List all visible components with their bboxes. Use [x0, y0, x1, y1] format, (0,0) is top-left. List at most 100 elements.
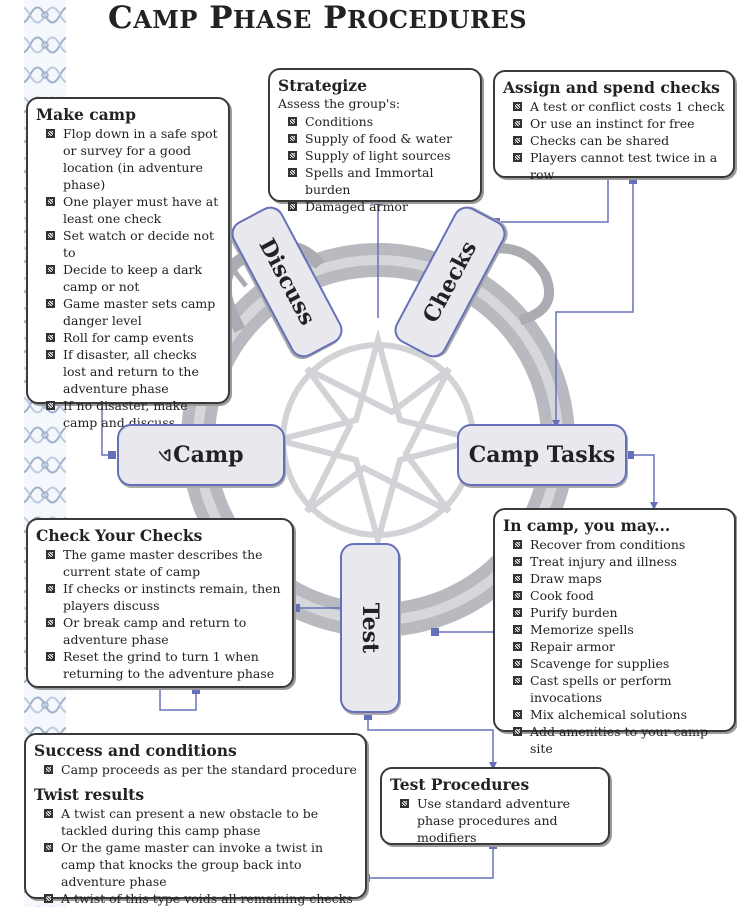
list-item: Spells and Immortal burden — [278, 164, 472, 198]
list-item: Recover from conditions — [503, 536, 726, 553]
checkbox-bullet-icon — [46, 401, 55, 410]
checkbox-bullet-icon — [288, 134, 297, 143]
list-item: Mix alchemical solutions — [503, 706, 726, 723]
checkbox-bullet-icon — [46, 333, 55, 342]
list-item: Purify burden — [503, 604, 726, 621]
checkbox-bullet-icon — [288, 202, 297, 211]
checkbox-bullet-icon — [44, 809, 53, 818]
list-item: Or break camp and return to adventure ph… — [36, 614, 284, 648]
strategize-subtitle: Assess the group's: — [278, 96, 401, 111]
list-item: Cook food — [503, 587, 726, 604]
checkbox-bullet-icon — [44, 843, 53, 852]
twist-results-list: A twist can present a new obstacle to be… — [34, 805, 357, 907]
in-camp-list: Recover from conditions Treat injury and… — [503, 536, 726, 757]
success-conditions-box: Success and conditions Camp proceeds as … — [24, 733, 367, 906]
list-item: Roll for camp events — [36, 329, 220, 346]
list-item: Game master sets camp danger level — [36, 295, 220, 329]
checkbox-bullet-icon — [513, 710, 522, 719]
checkbox-bullet-icon — [513, 119, 522, 128]
list-item: A test or conflict costs 1 check — [503, 98, 725, 115]
checkbox-bullet-icon — [513, 659, 522, 668]
make-camp-list: Flop down in a safe spot or survey for a… — [36, 125, 220, 431]
checkbox-bullet-icon — [46, 584, 55, 593]
checkbox-bullet-icon — [400, 799, 409, 808]
check-your-checks-list: The game master describes the current st… — [36, 546, 284, 682]
check-your-checks-heading: Check Your Checks — [36, 526, 203, 545]
checkbox-bullet-icon — [288, 151, 297, 160]
make-camp-box: Make camp Flop down in a safe spot or su… — [26, 97, 230, 430]
list-item: Reset the grind to turn 1 when returning… — [36, 648, 284, 682]
list-item: Set watch or decide not to — [36, 227, 220, 261]
list-item: Supply of light sources — [278, 147, 472, 164]
test-node: Test — [340, 543, 400, 713]
in-camp-box: In camp, you may... Recover from conditi… — [493, 508, 736, 756]
camp-glyph-icon: ଏ — [158, 444, 172, 466]
list-item: Supply of food & water — [278, 130, 472, 147]
list-item: Memorize spells — [503, 621, 726, 638]
success-conditions-heading: Success and conditions — [34, 741, 237, 760]
list-item: Draw maps — [503, 570, 726, 587]
list-item: Treat injury and illness — [503, 553, 726, 570]
assign-checks-list: A test or conflict costs 1 check Or use … — [503, 98, 725, 183]
test-procedures-heading: Test Procedures — [390, 775, 530, 794]
list-item: A twist of this type voids all remaining… — [34, 890, 357, 907]
check-your-checks-box: Check Your Checks The game master descri… — [26, 518, 294, 688]
list-item: Decide to keep a dark camp or not — [36, 261, 220, 295]
checkbox-bullet-icon — [513, 540, 522, 549]
checkbox-bullet-icon — [513, 557, 522, 566]
success-conditions-list: Camp proceeds as per the standard proced… — [34, 761, 357, 778]
checkbox-bullet-icon — [46, 197, 55, 206]
list-item: Damaged armor — [278, 198, 472, 215]
checkbox-bullet-icon — [513, 676, 522, 685]
checkbox-bullet-icon — [46, 129, 55, 138]
checkbox-bullet-icon — [513, 608, 522, 617]
checkbox-bullet-icon — [46, 550, 55, 559]
checkbox-bullet-icon — [44, 765, 53, 774]
checkbox-bullet-icon — [288, 117, 297, 126]
checkbox-bullet-icon — [513, 642, 522, 651]
checkbox-bullet-icon — [513, 153, 522, 162]
checkbox-bullet-icon — [46, 652, 55, 661]
make-camp-heading: Make camp — [36, 105, 136, 124]
checkbox-bullet-icon — [46, 265, 55, 274]
list-item: Or use an instinct for free — [503, 115, 725, 132]
strategize-heading: Strategize — [278, 76, 367, 95]
checkbox-bullet-icon — [513, 574, 522, 583]
checkbox-bullet-icon — [44, 894, 53, 903]
twist-results-heading: Twist results — [34, 785, 145, 804]
list-item: If checks or instincts remain, then play… — [36, 580, 284, 614]
in-camp-heading: In camp, you may... — [503, 516, 671, 535]
test-procedures-list: Use standard adventure phase procedures … — [390, 795, 600, 846]
strategize-list: Conditions Supply of food & water Supply… — [278, 113, 472, 215]
list-item: The game master describes the current st… — [36, 546, 284, 580]
list-item: If disaster, all checks lost and return … — [36, 346, 220, 397]
checkbox-bullet-icon — [46, 618, 55, 627]
list-item: Flop down in a safe spot or survey for a… — [36, 125, 220, 193]
checkbox-bullet-icon — [513, 102, 522, 111]
camp-tasks-node: Camp Tasks — [457, 424, 627, 486]
list-item: Camp proceeds as per the standard proced… — [34, 761, 357, 778]
checkbox-bullet-icon — [513, 727, 522, 736]
checkbox-bullet-icon — [513, 591, 522, 600]
checkbox-bullet-icon — [46, 231, 55, 240]
assign-checks-box: Assign and spend checks A test or confli… — [493, 70, 735, 182]
test-procedures-box: Test Procedures Use standard adventure p… — [380, 767, 610, 845]
checkbox-bullet-icon — [513, 136, 522, 145]
list-item: Checks can be shared — [503, 132, 725, 149]
checkbox-bullet-icon — [46, 350, 55, 359]
list-item: Players cannot test twice in a row — [503, 149, 725, 183]
checkbox-bullet-icon — [513, 625, 522, 634]
list-item: Use standard adventure phase procedures … — [390, 795, 600, 846]
assign-checks-heading: Assign and spend checks — [503, 78, 720, 97]
checkbox-bullet-icon — [288, 168, 297, 177]
list-item: A twist can present a new obstacle to be… — [34, 805, 357, 839]
page-title: CAMP PHASE PROCEDURES — [108, 0, 528, 36]
checkbox-bullet-icon — [46, 299, 55, 308]
list-item: Repair armor — [503, 638, 726, 655]
list-item: Cast spells or perform invocations — [503, 672, 726, 706]
list-item: One player must have at least one check — [36, 193, 220, 227]
list-item: Conditions — [278, 113, 472, 130]
strategize-box: Strategize Assess the group's: Condition… — [268, 68, 482, 214]
list-item: Add amenities to your camp site — [503, 723, 726, 757]
